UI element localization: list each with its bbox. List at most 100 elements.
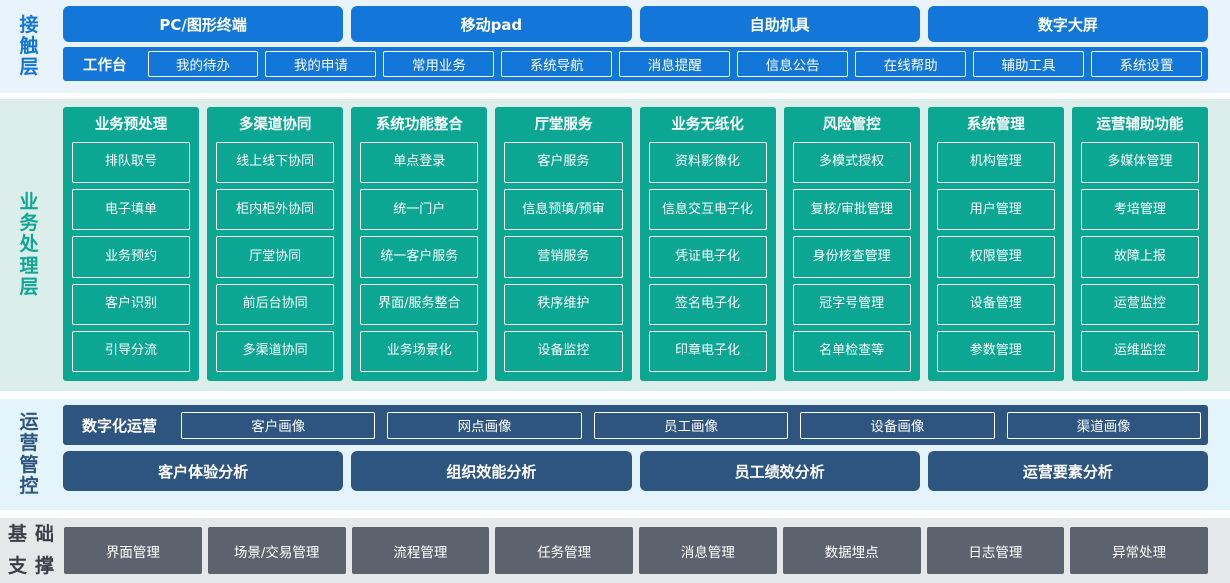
biz-item-unified-portal[interactable]: 统一门户 xyxy=(360,189,479,231)
foundation-process-mgmt[interactable]: 流程管理 xyxy=(351,527,490,574)
layer-contact-label: 接 触 层 xyxy=(0,0,58,93)
layer-foundation-label-char-1: 础 xyxy=(34,522,54,545)
biz-item-unified-customer-service[interactable]: 统一客户服务 xyxy=(360,236,479,278)
portrait-branch[interactable]: 网点画像 xyxy=(387,411,582,439)
channel-digital-screen[interactable]: 数字大屏 xyxy=(927,6,1208,42)
biz-item-multichannel-collab[interactable]: 多渠道协同 xyxy=(216,330,335,373)
workbench-row: 工作台 我的待办 我的申请 常用业务 系统导航 消息提醒 信息公告 在线帮助 辅… xyxy=(63,47,1208,81)
biz-item-ops-monitoring[interactable]: 运营监控 xyxy=(1080,283,1199,325)
workbench-item-system-settings[interactable]: 系统设置 xyxy=(1091,51,1202,77)
biz-item-training-mgmt[interactable]: 考培管理 xyxy=(1080,189,1199,231)
layer-operations-body: 数字化运营 客户画像 网点画像 员工画像 设备画像 渠道画像 客户体验分析 组织… xyxy=(58,399,1230,510)
biz-column-preprocess: 业务预处理 排队取号 电子填单 业务预约 客户识别 引导分流 xyxy=(63,107,200,381)
layer-foundation-body: 界面管理 场景/交易管理 流程管理 任务管理 消息管理 数据埋点 日志管理 异常… xyxy=(62,518,1230,583)
biz-item-list-check[interactable]: 名单检查等 xyxy=(792,330,911,373)
channel-pc[interactable]: PC/图形终端 xyxy=(63,6,344,42)
biz-column-header: 业务预处理 xyxy=(94,117,168,133)
biz-column-header: 风险管控 xyxy=(822,117,881,133)
analysis-org-efficiency[interactable]: 组织效能分析 xyxy=(351,451,632,491)
biz-item-customer-id[interactable]: 客户识别 xyxy=(72,283,191,325)
biz-item-seal-digital[interactable]: 印章电子化 xyxy=(648,330,767,373)
biz-item-queue-number[interactable]: 排队取号 xyxy=(72,142,191,184)
foundation-exception-handling[interactable]: 异常处理 xyxy=(1070,527,1208,574)
biz-item-multimode-authorization[interactable]: 多模式授权 xyxy=(792,142,911,184)
workbench-item-my-application[interactable]: 我的申请 xyxy=(265,51,377,77)
biz-item-guide-diversion[interactable]: 引导分流 xyxy=(72,330,191,373)
portrait-employee[interactable]: 员工画像 xyxy=(593,411,789,439)
biz-item-marketing-service[interactable]: 营销服务 xyxy=(504,236,623,278)
biz-item-front-back-collab[interactable]: 前后台协同 xyxy=(216,283,335,325)
foundation-task-mgmt[interactable]: 任务管理 xyxy=(495,527,633,574)
biz-item-user-mgmt[interactable]: 用户管理 xyxy=(936,189,1055,231)
biz-column-header: 厅堂服务 xyxy=(534,117,593,133)
biz-item-lobby-collab[interactable]: 厅堂协同 xyxy=(216,236,335,278)
layer-operations-label-char-0: 运 xyxy=(19,410,39,433)
foundation-ui-mgmt[interactable]: 界面管理 xyxy=(64,527,202,574)
biz-item-review-approval[interactable]: 复核/审批管理 xyxy=(792,189,911,231)
workbench-item-announcement[interactable]: 信息公告 xyxy=(737,51,849,77)
analysis-employee-performance[interactable]: 员工绩效分析 xyxy=(639,451,920,491)
workbench-item-common-business[interactable]: 常用业务 xyxy=(383,51,495,77)
biz-item-parameter-mgmt[interactable]: 参数管理 xyxy=(936,330,1055,373)
biz-item-appointment[interactable]: 业务预约 xyxy=(72,236,191,278)
biz-item-online-offline-collab[interactable]: 线上线下协同 xyxy=(216,142,335,184)
analysis-operation-factors[interactable]: 运营要素分析 xyxy=(927,451,1208,491)
biz-item-prefill-preaudit[interactable]: 信息预填/预审 xyxy=(504,189,623,231)
layer-contact-label-char-0: 接 xyxy=(19,13,39,36)
layer-contact-label-char-1: 触 xyxy=(19,34,39,57)
biz-item-ui-service-integration[interactable]: 界面/服务整合 xyxy=(360,283,479,325)
portrait-customer[interactable]: 客户画像 xyxy=(181,411,376,439)
biz-item-customer-service[interactable]: 客户服务 xyxy=(504,142,623,184)
biz-item-device-monitoring[interactable]: 设备监控 xyxy=(504,330,623,373)
biz-column-multichannel: 多渠道协同 线上线下协同 柜内柜外协同 厅堂协同 前后台协同 多渠道协同 xyxy=(207,107,344,381)
biz-item-signature-digital[interactable]: 签名电子化 xyxy=(648,283,767,325)
analysis-customer-experience[interactable]: 客户体验分析 xyxy=(63,451,344,491)
biz-column-system-mgmt: 系统管理 机构管理 用户管理 权限管理 设备管理 参数管理 xyxy=(927,107,1064,381)
layer-foundation-label: 基 础 支 撑 xyxy=(0,518,62,583)
layer-foundation-label-char-2: 支 xyxy=(7,555,27,578)
biz-item-counter-collab[interactable]: 柜内柜外协同 xyxy=(216,189,335,231)
workbench-item-system-nav[interactable]: 系统导航 xyxy=(501,51,613,77)
biz-item-document-imaging[interactable]: 资料影像化 xyxy=(648,142,767,184)
layer-operations-label-char-3: 控 xyxy=(19,474,39,497)
foundation-message-mgmt[interactable]: 消息管理 xyxy=(639,527,777,574)
layer-contact-label-char-2: 层 xyxy=(19,56,39,79)
layer-operations-label-char-1: 营 xyxy=(19,432,39,455)
workbench-item-online-help[interactable]: 在线帮助 xyxy=(855,51,967,77)
foundation-scenario-transaction-mgmt[interactable]: 场景/交易管理 xyxy=(207,527,346,574)
biz-item-serial-number-mgmt[interactable]: 冠字号管理 xyxy=(792,283,911,325)
biz-item-device-mgmt[interactable]: 设备管理 xyxy=(936,283,1055,325)
biz-item-single-signon[interactable]: 单点登录 xyxy=(360,142,479,184)
layer-operations-label-char-2: 管 xyxy=(19,453,39,476)
biz-item-voucher-digital[interactable]: 凭证电子化 xyxy=(648,236,767,278)
foundation-data-tracking[interactable]: 数据埋点 xyxy=(782,527,921,574)
layer-business-label-char-2: 处 xyxy=(19,233,39,256)
biz-item-business-scenario[interactable]: 业务场景化 xyxy=(360,330,479,373)
workbench-title: 工作台 xyxy=(83,57,127,74)
portrait-device[interactable]: 设备画像 xyxy=(800,411,995,439)
biz-item-maintenance-monitoring[interactable]: 运维监控 xyxy=(1080,330,1199,373)
layer-foundation-label-char-0: 基 xyxy=(7,522,27,545)
biz-item-order-maintenance[interactable]: 秩序维护 xyxy=(504,283,623,325)
channel-mobile-pad[interactable]: 移动pad xyxy=(351,6,632,42)
foundation-log-mgmt[interactable]: 日志管理 xyxy=(926,527,1065,574)
biz-item-permission-mgmt[interactable]: 权限管理 xyxy=(936,236,1055,278)
portrait-channel[interactable]: 渠道画像 xyxy=(1006,411,1201,439)
workbench-item-message-alert[interactable]: 消息提醒 xyxy=(619,51,731,77)
biz-item-multimedia-mgmt[interactable]: 多媒体管理 xyxy=(1080,142,1199,184)
biz-item-identity-verification[interactable]: 身份核查管理 xyxy=(792,236,911,278)
biz-item-org-mgmt[interactable]: 机构管理 xyxy=(936,142,1055,184)
channel-self-service[interactable]: 自助机具 xyxy=(639,6,920,42)
layer-contact: 接 触 层 PC/图形终端 移动pad 自助机具 数字大屏 工作台 我的待办 我… xyxy=(0,0,1230,93)
layer-contact-body: PC/图形终端 移动pad 自助机具 数字大屏 工作台 我的待办 我的申请 常用… xyxy=(58,0,1230,93)
workbench-item-my-todo[interactable]: 我的待办 xyxy=(147,51,259,77)
biz-item-fault-report[interactable]: 故障上报 xyxy=(1080,236,1199,278)
biz-item-info-exchange-digital[interactable]: 信息交互电子化 xyxy=(648,189,767,231)
biz-column-paperless: 业务无纸化 资料影像化 信息交互电子化 凭证电子化 签名电子化 印章电子化 xyxy=(639,107,776,381)
biz-item-e-form[interactable]: 电子填单 xyxy=(72,189,191,231)
biz-column-ops-support: 运营辅助功能 多媒体管理 考培管理 故障上报 运营监控 运维监控 xyxy=(1071,107,1208,381)
workbench-item-aux-tools[interactable]: 辅助工具 xyxy=(973,51,1084,77)
biz-column-risk-control: 风险管控 多模式授权 复核/审批管理 身份核查管理 冠字号管理 名单检查等 xyxy=(783,107,920,381)
biz-column-system-integration: 系统功能整合 单点登录 统一门户 统一客户服务 界面/服务整合 业务场景化 xyxy=(351,107,488,381)
digital-operations-title: 数字化运营 xyxy=(82,416,158,435)
